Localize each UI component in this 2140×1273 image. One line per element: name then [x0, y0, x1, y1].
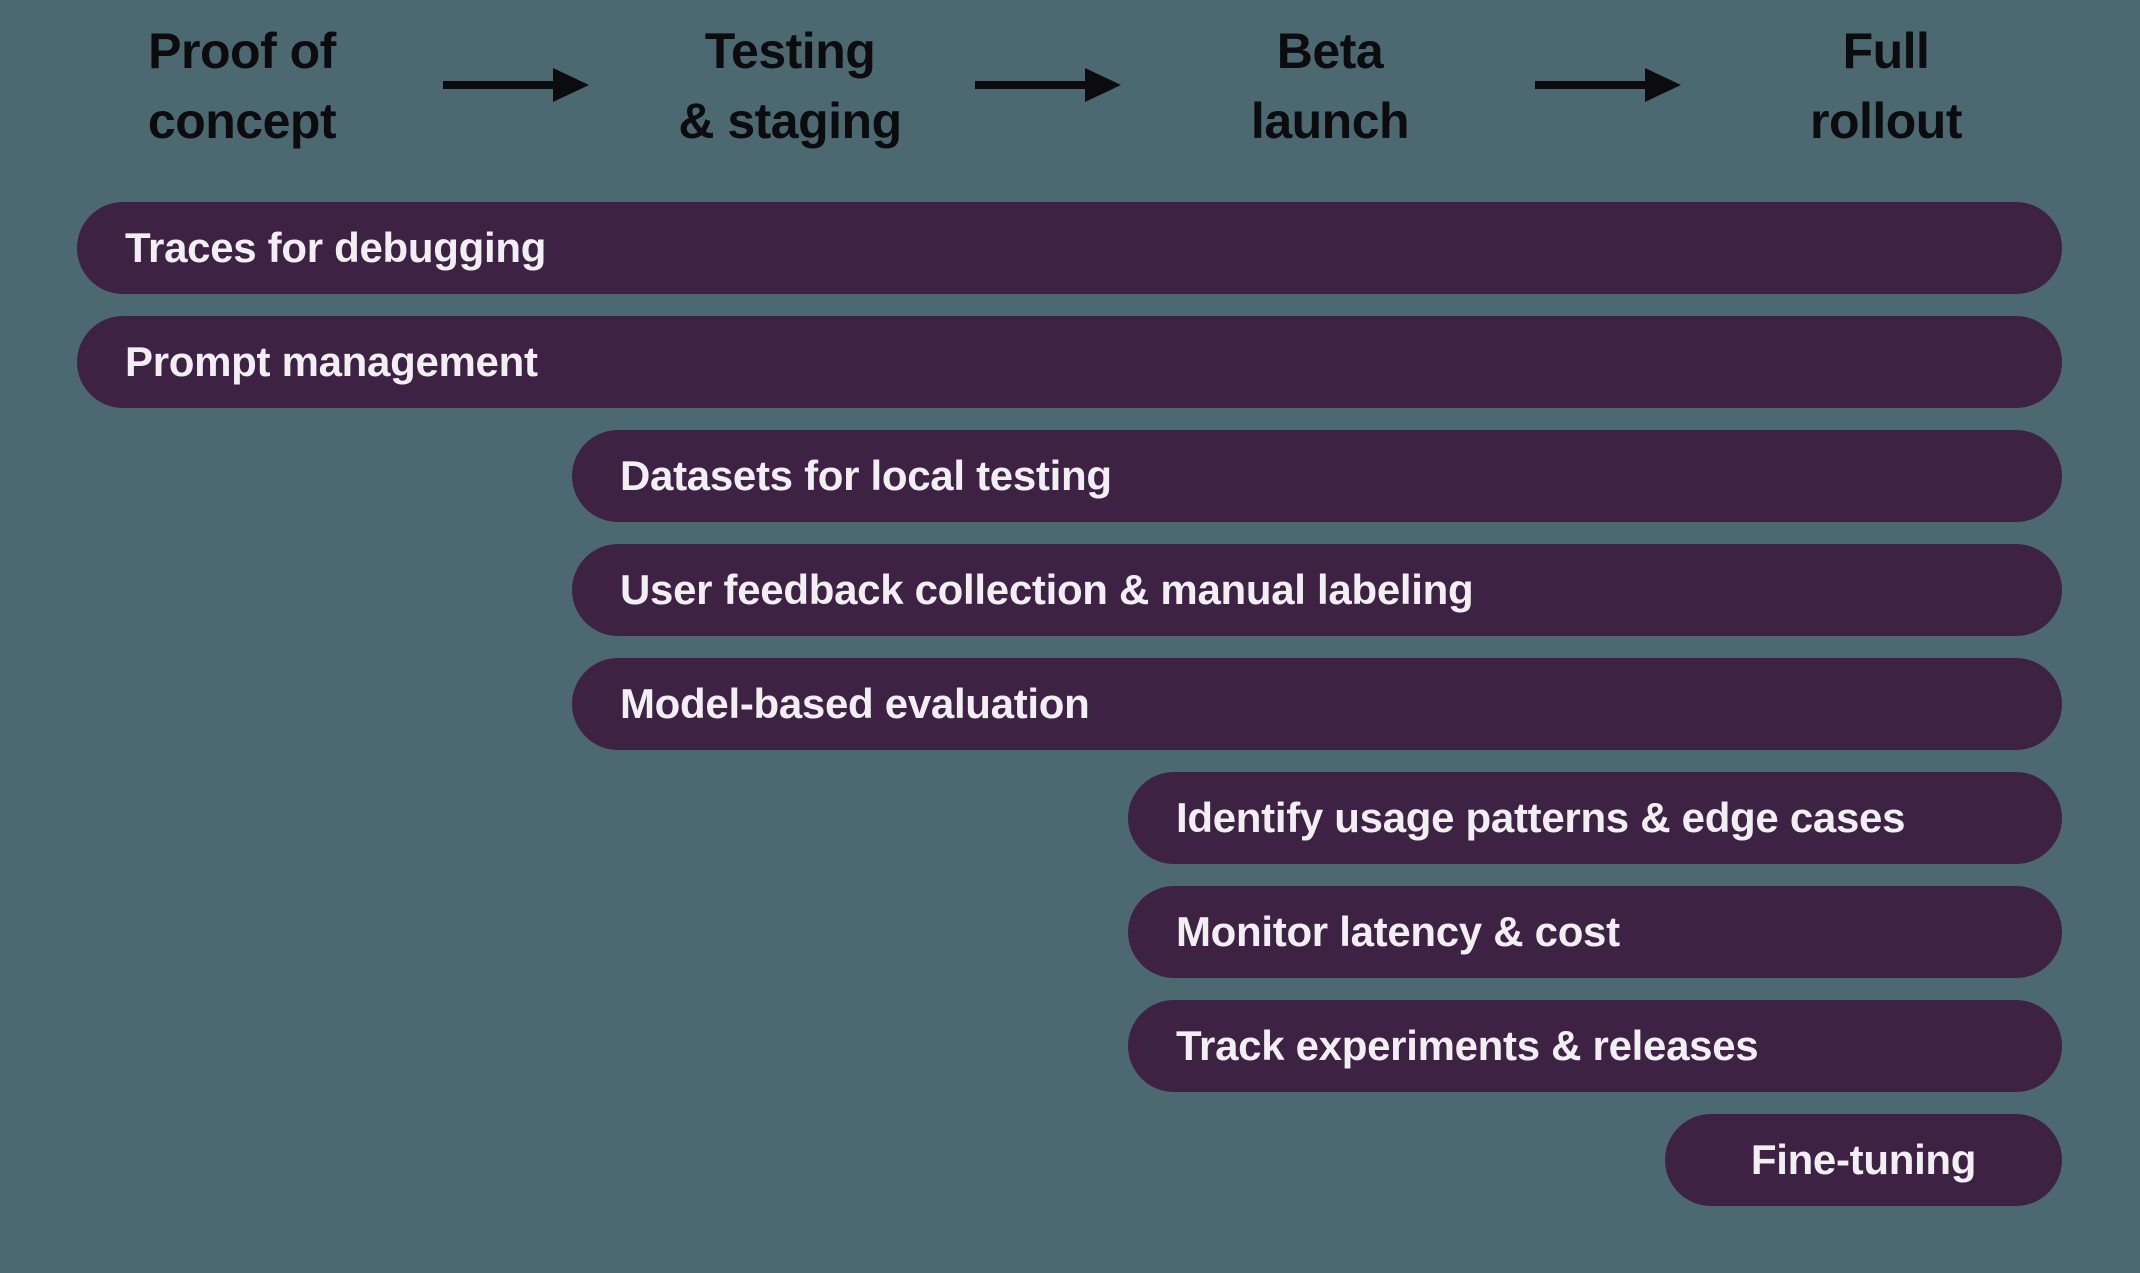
capability-bar-label: Fine-tuning [1750, 1136, 1977, 1183]
stage-label-3: Beta launch [1250, 16, 1410, 156]
arrow-testing-to-beta-icon [975, 68, 1121, 102]
stage-label-line2: launch [1250, 93, 1410, 149]
stage-label-line2: concept [147, 93, 337, 149]
capability-bar-label: Model-based evaluation [620, 680, 1090, 727]
stage-label-line2: & staging [678, 93, 902, 149]
capability-bar-label: Traces for debugging [125, 224, 547, 271]
capability-bar-label: Track experiments & releases [1176, 1022, 1759, 1069]
capability-bar-3: Datasets for local testing [572, 430, 2062, 522]
stage-label-2: Testing & staging [678, 16, 902, 156]
capability-bar-5: Model-based evaluation [572, 658, 2062, 750]
capability-bar-7: Monitor latency & cost [1128, 886, 2062, 978]
stage-label-4: Full rollout [1809, 16, 1963, 156]
stage-label-line1: Proof of [148, 23, 336, 79]
capability-bar-4: User feedback collection & manual labeli… [572, 544, 2062, 636]
arrow-proof-to-testing-icon [443, 68, 589, 102]
capability-bar-9: Fine-tuning [1665, 1114, 2062, 1206]
capability-bar-label: Datasets for local testing [620, 452, 1112, 499]
capability-bar-label: Prompt management [125, 338, 538, 385]
capability-bar-2: Prompt management [77, 316, 2062, 408]
capability-bar-label: User feedback collection & manual labeli… [620, 566, 1474, 613]
capability-bar-1: Traces for debugging [77, 202, 2062, 294]
capability-bar-label: Identify usage patterns & edge cases [1176, 794, 1906, 841]
stage-label-line2: rollout [1809, 93, 1963, 149]
stage-label-line1: Beta [1276, 23, 1384, 79]
stage-label-line1: Testing [704, 23, 876, 79]
arrow-beta-to-rollout-icon [1535, 68, 1681, 102]
stage-label-line1: Full [1842, 23, 1930, 79]
capability-bar-label: Monitor latency & cost [1176, 908, 1620, 955]
stage-label-1: Proof of concept [147, 16, 337, 156]
capability-bar-8: Track experiments & releases [1128, 1000, 2062, 1092]
capability-bar-6: Identify usage patterns & edge cases [1128, 772, 2062, 864]
